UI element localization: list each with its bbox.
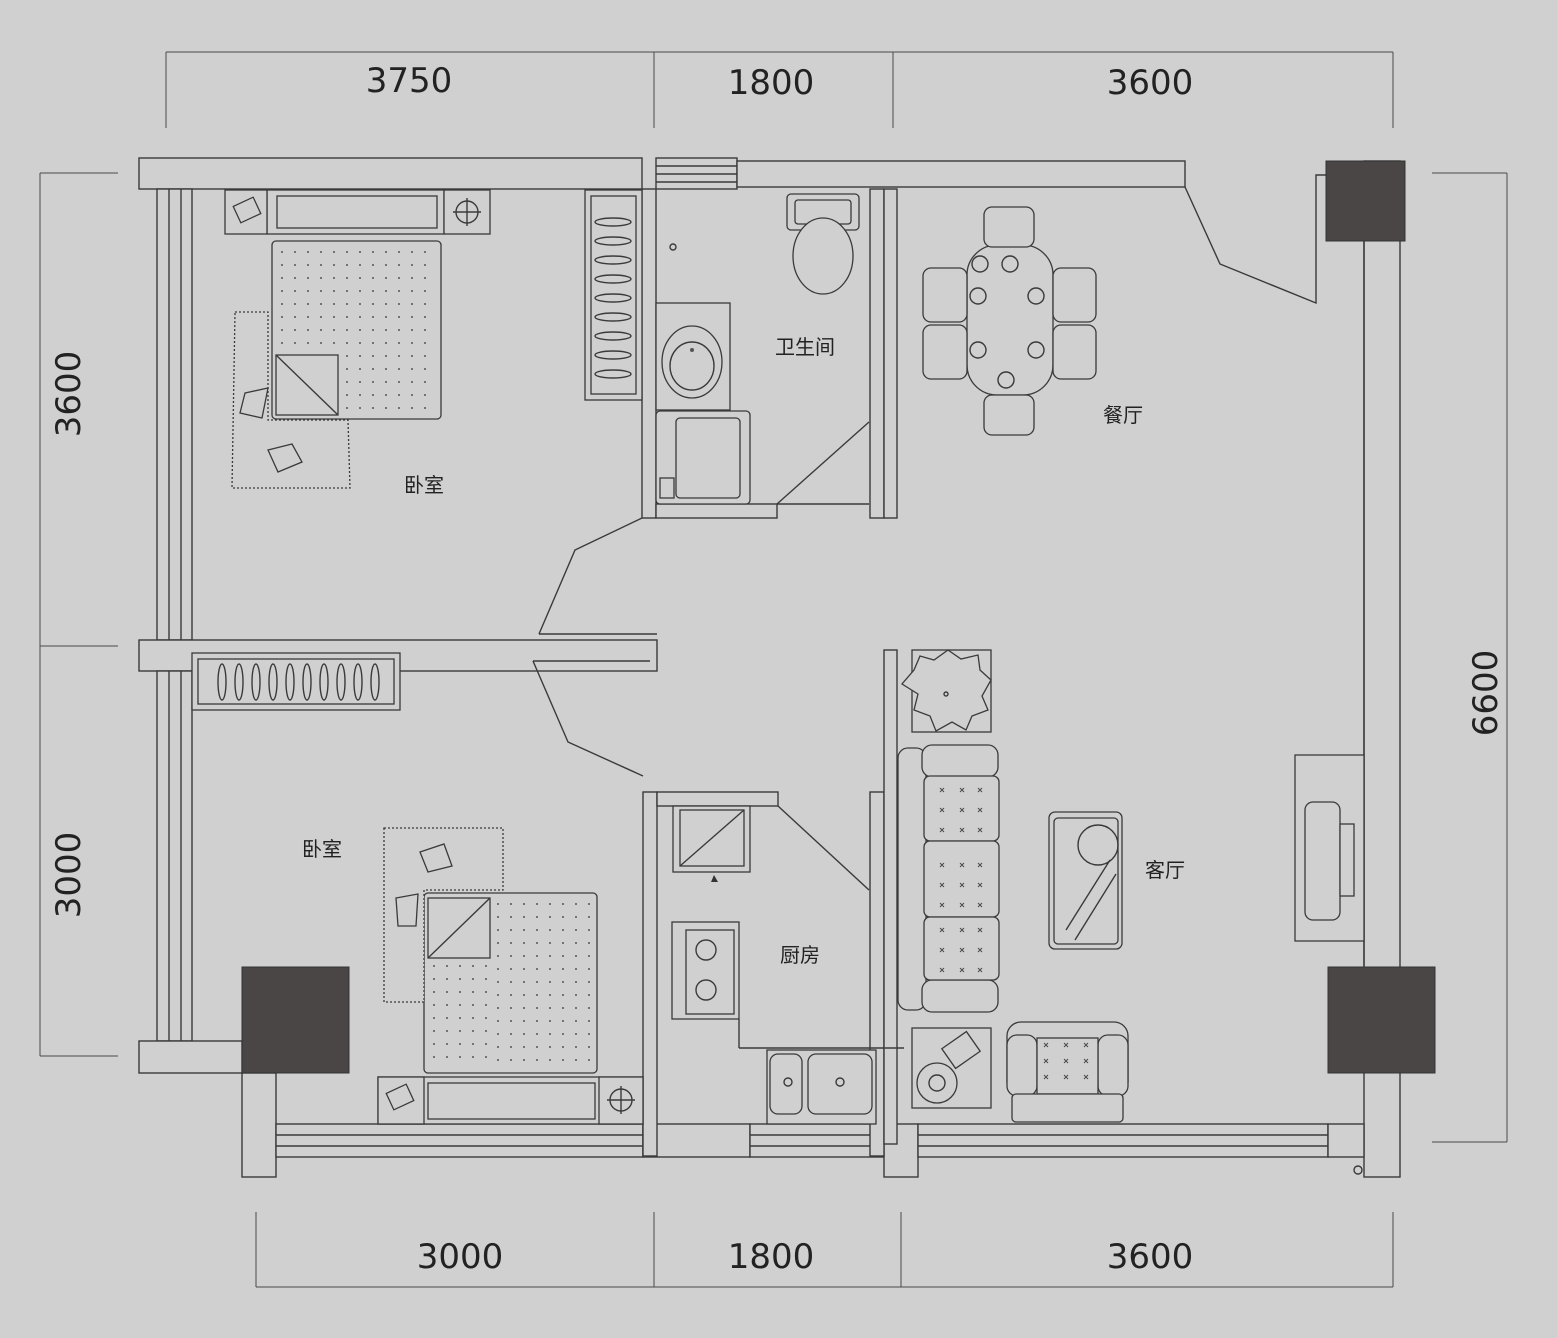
room-label-dining: 餐厅 xyxy=(1103,403,1143,427)
room-label-bathroom: 卫生间 xyxy=(775,335,835,359)
room-label-kitchen: 厨房 xyxy=(780,943,820,967)
bedroom-top-furniture xyxy=(224,189,643,489)
bedroom-bottom-furniture xyxy=(191,652,644,1125)
dim-left-2: 3000 xyxy=(49,832,89,919)
columns xyxy=(241,160,1436,1074)
dim-bottom-3: 3600 xyxy=(1107,1237,1194,1277)
bathroom-furniture xyxy=(655,193,860,505)
dining-furniture xyxy=(922,206,1097,436)
living-furniture xyxy=(897,649,1365,1123)
dim-left-1: 3600 xyxy=(49,351,89,438)
walls xyxy=(138,157,1401,1178)
room-label-bedroom-bottom: 卧室 xyxy=(302,837,342,861)
room-label-bedroom-top: 卧室 xyxy=(404,473,444,497)
dim-right-1: 6600 xyxy=(1466,650,1506,737)
kitchen-furniture xyxy=(671,805,904,1125)
sink-icon xyxy=(661,325,723,399)
dim-bottom-2: 1800 xyxy=(728,1237,815,1277)
dim-top-2: 1800 xyxy=(728,63,815,103)
toilet-icon xyxy=(792,217,854,295)
dimension-lines xyxy=(39,51,1508,1288)
dim-top-1: 3750 xyxy=(366,61,453,101)
phone-icon xyxy=(232,196,262,224)
room-labels: 卧室 卫生间 餐厅 卧室 厨房 客厅 xyxy=(302,335,1185,967)
room-label-living: 客厅 xyxy=(1145,858,1185,882)
dim-top-3: 3600 xyxy=(1107,63,1194,103)
dimension-labels: 3750 1800 3600 3000 1800 3600 3600 3000 … xyxy=(49,61,1506,1277)
dim-bottom-1: 3000 xyxy=(417,1237,504,1277)
